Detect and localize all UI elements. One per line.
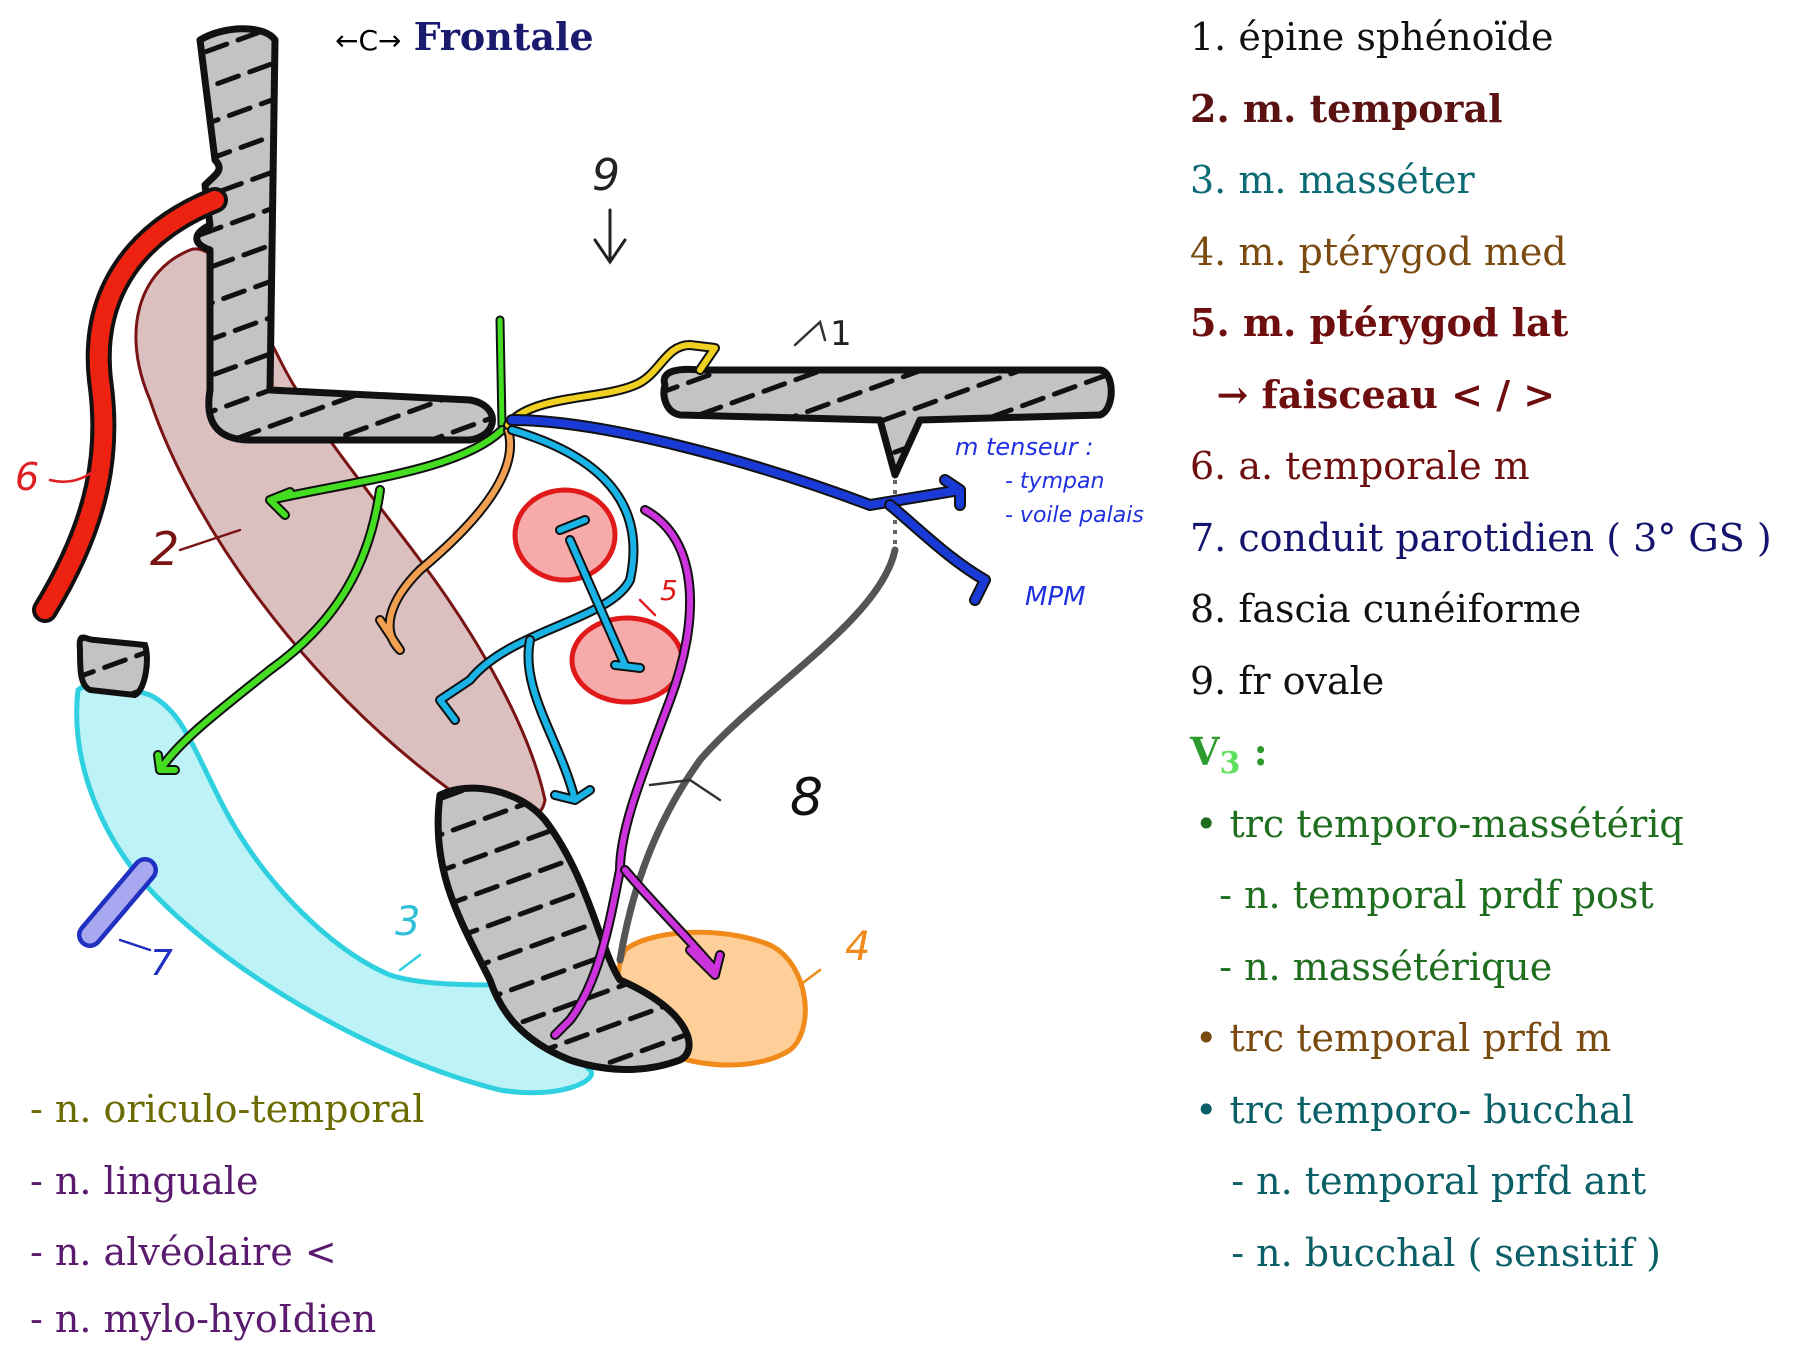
temporal-squama-bone bbox=[193, 25, 496, 444]
legend-item-1: 1. épine sphénoïde bbox=[1190, 15, 1554, 59]
blue-nerve-mpm-fill bbox=[886, 501, 989, 604]
legend-item-6: 6. a. temporale m bbox=[1190, 444, 1530, 488]
tensor-item-2: - voile palais bbox=[1005, 503, 1144, 528]
orange-nerve-fill bbox=[377, 427, 514, 653]
green-nerve-trunk-fill bbox=[497, 317, 505, 428]
v3-heading-letter: V bbox=[1190, 729, 1220, 774]
label-4: 4 bbox=[845, 924, 870, 970]
label-8: 8 bbox=[790, 768, 823, 828]
v3-item-5: • trc temporo- bucchal bbox=[1195, 1088, 1634, 1132]
legend-item-2: 2. m. temporal bbox=[1190, 86, 1503, 131]
label-2: 2 bbox=[150, 522, 179, 576]
legend-item-7: 7. conduit parotidien ( 3° GS ) bbox=[1190, 516, 1772, 560]
blue-nerve-fill bbox=[508, 416, 964, 509]
middle-temporal-artery-fill bbox=[36, 191, 224, 619]
label-6: 6 bbox=[15, 455, 39, 499]
v3-item-7: - n. bucchal ( sensitif ) bbox=[1195, 1231, 1661, 1275]
magenta-nerve-branch-fill bbox=[622, 867, 723, 978]
v3-nerve-group bbox=[153, 315, 991, 1040]
left-legend-item-2: - n. linguale bbox=[30, 1159, 259, 1203]
orientation-label: Frontale bbox=[413, 14, 594, 59]
sphenoid-bone bbox=[660, 365, 1115, 479]
zygomatic-arch-fragment bbox=[76, 634, 150, 699]
v3-item-1: • trc temporo-massétériq bbox=[1195, 802, 1684, 846]
pointer-6 bbox=[48, 468, 97, 483]
v3-heading-subscript: 3 bbox=[1219, 746, 1241, 781]
label-pointers bbox=[48, 319, 827, 987]
pointer-7 bbox=[118, 938, 152, 952]
cyan-nerve-lower-fill bbox=[525, 637, 593, 803]
pointer-3 bbox=[398, 953, 422, 972]
label-5: 5 bbox=[660, 574, 678, 607]
label-3: 3 bbox=[395, 899, 420, 945]
mandible-coronoid-bone bbox=[434, 784, 693, 1073]
mpm-label: MPM bbox=[1025, 582, 1086, 612]
tensor-item-1: - tympan bbox=[1005, 469, 1104, 494]
yellow-nerve-fill bbox=[505, 342, 718, 428]
pointer-8 bbox=[648, 778, 722, 802]
legend-item-5-subnote: → faisceau < / > bbox=[1190, 372, 1556, 417]
label-9: 9 bbox=[592, 150, 620, 201]
v3-item-2: - n. temporal prdf post bbox=[1195, 873, 1654, 917]
tensor-title: m tenseur : bbox=[955, 433, 1093, 461]
v3-heading: V3 : bbox=[1190, 733, 1268, 779]
green-nerve-masseteric-fill bbox=[155, 487, 383, 773]
v3-item-3: - n. massétérique bbox=[1195, 945, 1553, 989]
magenta-nerve-fill bbox=[552, 507, 694, 1038]
legend-item-9: 9. fr ovale bbox=[1190, 659, 1385, 703]
v3-item-4: • trc temporal prfd m bbox=[1195, 1016, 1612, 1060]
parotid-duct-fill bbox=[81, 861, 154, 944]
left-legend-item-1: - n. oriculo-temporal bbox=[30, 1087, 425, 1131]
label-1: 1 bbox=[830, 314, 852, 354]
fascia-cuneiforme bbox=[616, 546, 899, 964]
legend-item-3: 3. m. masséter bbox=[1190, 158, 1475, 202]
orientation-arrow: ←C→ bbox=[335, 24, 402, 57]
pointer-4 bbox=[798, 968, 822, 987]
green-nerve-posterior-fill bbox=[267, 427, 505, 518]
legend-item-8: 8. fascia cunéiforme bbox=[1190, 587, 1582, 631]
pointer-5 bbox=[638, 598, 657, 617]
v3-heading-suffix: : bbox=[1240, 729, 1268, 774]
legend-item-5: 5. m. ptérygod lat bbox=[1190, 300, 1569, 345]
lateral-pterygoid-upper-head bbox=[512, 487, 618, 583]
pointer-2 bbox=[178, 528, 242, 552]
orientation-header: ←C→ Frontale bbox=[335, 14, 594, 59]
lateral-pterygoid-nerve-fill bbox=[557, 517, 643, 671]
pointer-1 bbox=[793, 319, 827, 347]
left-legend-item-3: - n. alvéolaire < bbox=[30, 1230, 337, 1274]
left-legend-item-4: - n. mylo-hyoIdien bbox=[30, 1297, 377, 1341]
label-7: 7 bbox=[150, 943, 173, 984]
cyan-nerve-fill bbox=[437, 427, 637, 723]
v3-item-6: - n. temporal prfd ant bbox=[1195, 1159, 1647, 1203]
foramen-ovale-arrow bbox=[593, 208, 627, 265]
legend-item-4: 4. m. ptérygod med bbox=[1190, 230, 1567, 274]
